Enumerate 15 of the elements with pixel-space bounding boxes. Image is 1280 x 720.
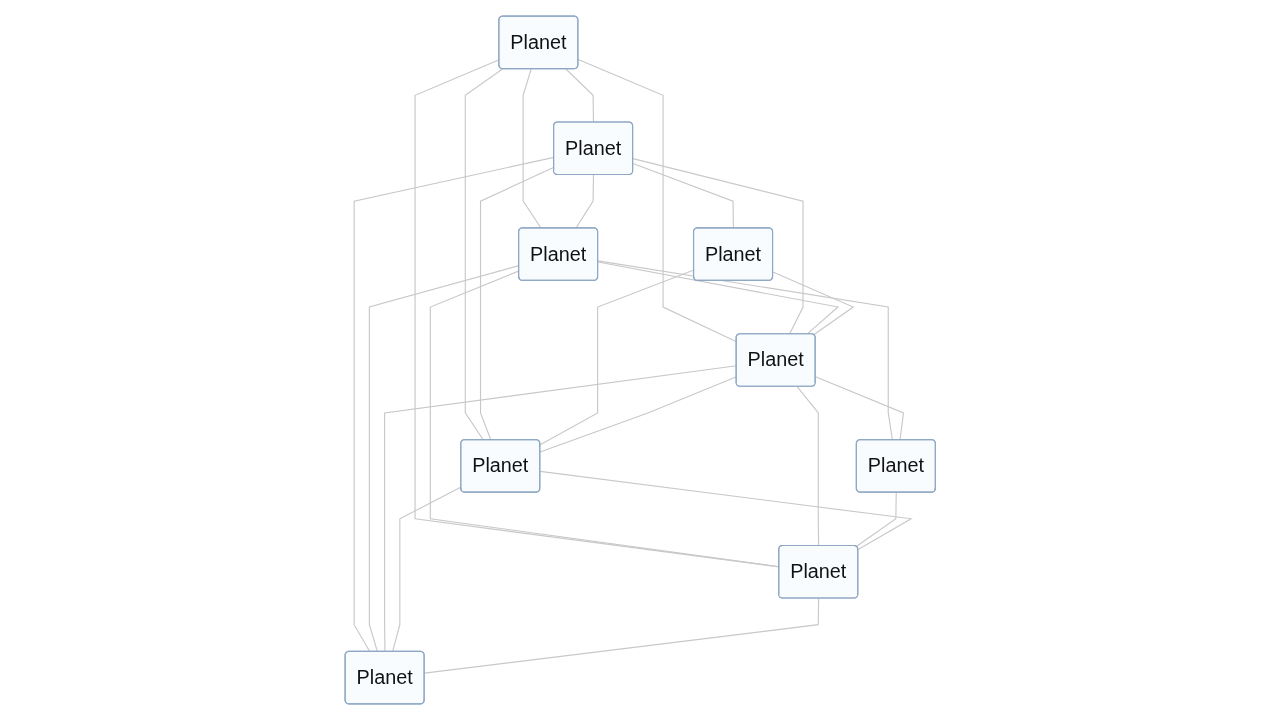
connector [423,597,819,674]
connector [577,58,737,343]
connector [597,261,840,335]
connector [632,158,804,335]
connector [464,68,503,441]
connector [855,491,897,547]
connector [772,271,855,336]
connector [575,174,594,229]
connector [632,163,734,229]
connector [522,68,542,229]
connector [539,470,913,551]
connector [814,376,904,441]
connector [597,260,893,441]
connector [796,386,819,547]
connector [565,68,594,123]
